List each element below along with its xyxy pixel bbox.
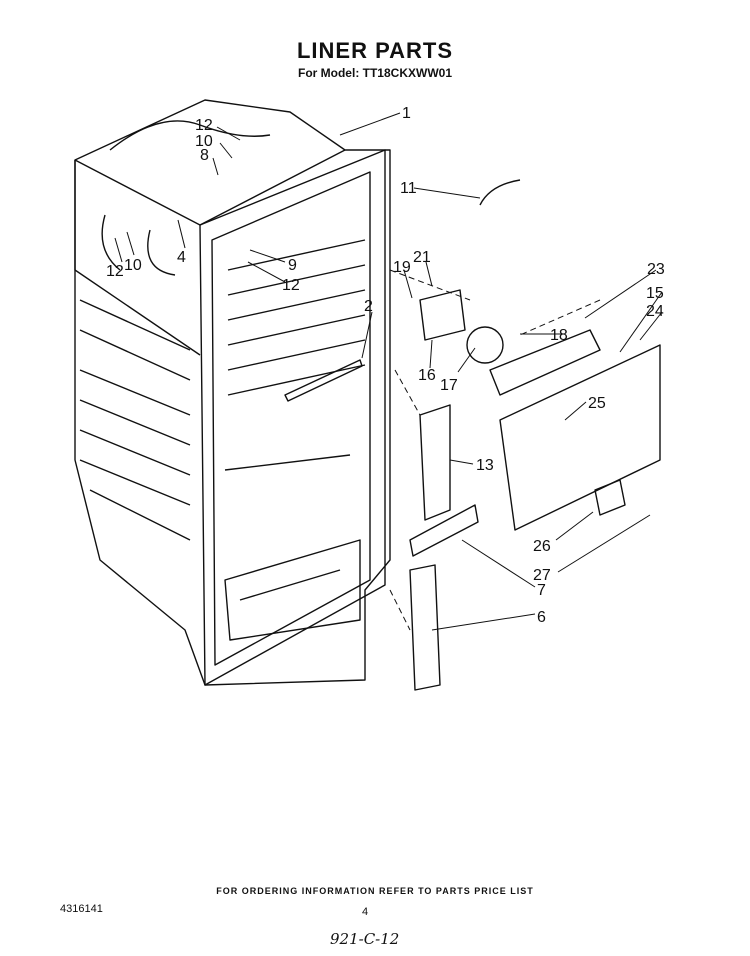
callout-10-top: 10 <box>195 133 213 150</box>
callout-2: 2 <box>364 298 373 315</box>
leader-line <box>425 261 433 287</box>
leader-line <box>212 157 219 176</box>
callout-13: 13 <box>476 457 494 474</box>
callout-12-left: 12 <box>106 263 124 280</box>
liner-lower-compartment <box>224 454 361 641</box>
page-number: 4 <box>362 906 369 918</box>
page-title: LINER PARTS <box>296 38 454 63</box>
handwritten-note: 921-C-12 <box>330 930 400 948</box>
liner-inner-frame <box>211 171 371 666</box>
liner-front-frame <box>199 149 386 686</box>
assembly-line <box>389 269 471 301</box>
leader-line <box>461 539 536 588</box>
bracket-part <box>409 504 479 557</box>
leader-line <box>249 249 286 263</box>
leader-line <box>247 261 286 283</box>
air-duct-part <box>489 329 601 396</box>
leader-line <box>555 511 594 541</box>
assembly-line <box>519 299 601 336</box>
leader-line <box>413 187 481 199</box>
ordering-note: FOR ORDERING INFORMATION REFER TO PARTS … <box>216 886 534 896</box>
callout-12-inner: 12 <box>282 277 300 294</box>
fan-motor-part <box>419 289 466 341</box>
callout-4: 4 <box>177 249 186 266</box>
wire-part <box>479 179 521 206</box>
callout-19: 19 <box>393 259 411 276</box>
callout-12-top: 12 <box>195 117 213 134</box>
cover-part <box>419 404 451 521</box>
leader-line <box>429 339 433 369</box>
callout-11: 11 <box>400 180 417 197</box>
callout-18: 18 <box>550 327 568 344</box>
callout-1: 1 <box>402 105 411 122</box>
liner-side-wall <box>74 160 201 356</box>
callout-9: 9 <box>288 257 297 274</box>
leader-line <box>564 401 587 421</box>
callout-25: 25 <box>588 395 606 412</box>
shelf-rail-part <box>284 359 363 402</box>
leader-line <box>216 126 241 141</box>
liner-top-edge <box>74 149 346 226</box>
callout-8: 8 <box>200 147 209 164</box>
callout-16: 16 <box>418 367 436 384</box>
fan-blade-part <box>466 326 504 364</box>
callout-26: 26 <box>533 538 551 555</box>
leader-line <box>639 311 663 341</box>
leader-line <box>361 311 373 359</box>
leader-line <box>619 291 663 353</box>
callout-21: 21 <box>413 249 431 266</box>
liner-top-features <box>101 120 271 276</box>
lower-cover-part <box>409 564 441 691</box>
callout-27: 27 <box>533 567 551 584</box>
leader-line <box>403 269 413 299</box>
leader-line <box>126 231 135 256</box>
callout-23: 23 <box>647 261 665 278</box>
leader-line <box>557 514 651 573</box>
model-subtitle: For Model: TT18CKXWW01 <box>297 66 452 80</box>
small-plate-part <box>594 479 626 516</box>
leader-line <box>457 347 476 373</box>
liner-cabinet-outline <box>74 99 391 686</box>
callout-7: 7 <box>537 582 546 599</box>
document-number: 4316141 <box>60 903 103 915</box>
assembly-line <box>394 369 421 416</box>
leader-line <box>584 269 657 319</box>
callout-6: 6 <box>537 609 546 626</box>
callout-10-left: 10 <box>124 257 142 274</box>
leader-line <box>219 142 233 159</box>
leader-line <box>431 613 536 631</box>
liner-shelf-ribs <box>227 239 366 396</box>
callout-17: 17 <box>440 377 458 394</box>
liner-side-ribs <box>79 299 191 541</box>
rear-panel-part <box>499 344 661 531</box>
assembly-line <box>389 589 411 631</box>
leader-line <box>449 459 474 465</box>
leader-line <box>114 237 123 263</box>
leader-line <box>339 112 401 136</box>
callout-15: 15 <box>646 285 664 302</box>
leader-line <box>177 219 186 249</box>
callout-24: 24 <box>646 303 664 320</box>
